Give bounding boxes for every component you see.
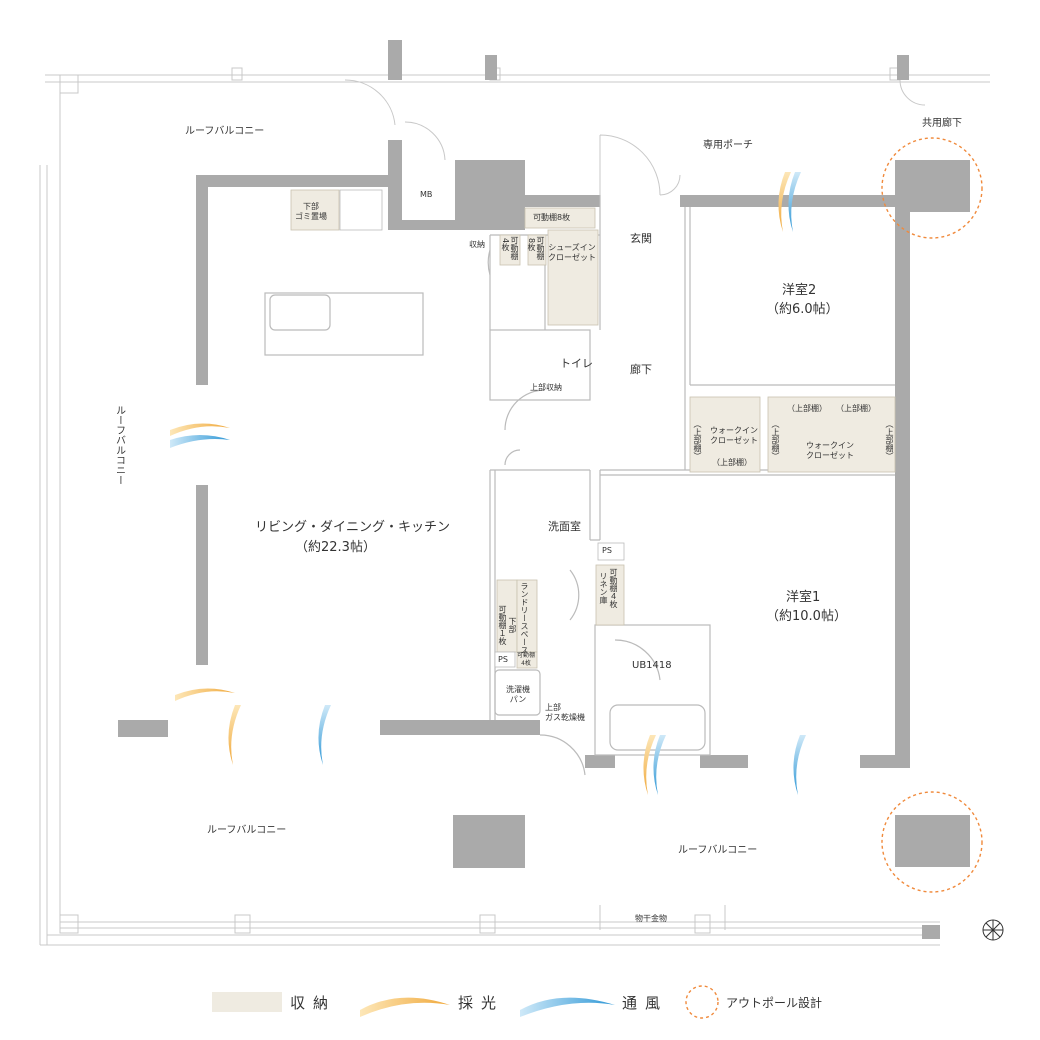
label-wic2: ウォークイン クローゼット [806, 441, 854, 460]
outpole-markers [881, 137, 983, 893]
label-shelf8b: 可動棚 [536, 236, 545, 260]
label-upper-shelf-3: （上部棚） [836, 404, 876, 413]
room-ldk-size: （約22.3帖） [295, 540, 376, 555]
room-entrance: 玄関 [630, 232, 652, 245]
label-shelf-small: 可動棚 4枚 [517, 652, 536, 667]
label-garbage: 下部 ゴミ置場 [295, 202, 327, 221]
label-shelf4-count: 4枚 [501, 238, 510, 252]
label-linen: 可動棚４枚 リネン庫 [599, 568, 618, 608]
label-upper-shelf-4: （上部棚） [693, 420, 702, 460]
storage-areas [290, 189, 896, 669]
legend-storage-label: 収納 [290, 993, 337, 1012]
legend-light: 採光 [458, 990, 504, 1014]
room-washroom: 洗面室 [548, 520, 581, 533]
legend-storage-swatch [212, 992, 282, 1012]
legend-outpole-label: アウトポール設計 [726, 995, 823, 1010]
label-upper-shelf-5: （上部棚） [771, 420, 780, 460]
legend-ventilation-label: 通風 [622, 993, 669, 1012]
label-laundry: ランドリースペース [520, 582, 529, 654]
label-upper-shelf-2: （上部棚） [787, 404, 827, 413]
label-porch: 専用ポーチ [703, 140, 753, 151]
label-gas-dryer: 上部 ガス乾燥機 [545, 703, 585, 722]
compass-icon [982, 919, 1004, 941]
room-ldk: リビング・ダイニング・キッチン [255, 520, 451, 535]
legend-ventilation: 通風 [622, 990, 668, 1014]
label-shoe-closet: シューズイン クローゼット [548, 243, 596, 262]
label-drying-hardware: 物干金物 [635, 914, 667, 923]
legend-outpole-circle [685, 985, 719, 1019]
label-roof-balcony-bottom-right: ルーフバルコニー [678, 845, 758, 856]
label-upper-shelf-6: （上部棚） [885, 420, 894, 460]
walls [118, 40, 970, 939]
label-shelf4: 可動棚 [510, 236, 519, 260]
label-common-corridor: 共用廊下 [922, 118, 962, 129]
label-wic1: ウォークイン クローゼット [710, 426, 758, 445]
legend-light-label: 採光 [458, 993, 505, 1012]
label-upper-shelf-1: （上部棚） [712, 458, 752, 467]
label-mb: MB [420, 190, 433, 199]
room-western1-size: （約10.0帖） [766, 609, 847, 624]
light-ventilation-marks [170, 172, 806, 795]
label-washer-pan: 洗濯機 パン [506, 685, 530, 704]
label-storage: 収納 [469, 240, 485, 249]
label-shelf8: 可動棚8枚 [533, 213, 571, 222]
room-western2-size: （約6.0帖） [766, 302, 839, 317]
legend-outpole: アウトポール設計 [726, 990, 822, 1014]
room-hallway: 廊下 [630, 363, 652, 376]
label-roof-balcony-bottom-left: ルーフバルコニー [207, 825, 287, 836]
legend-light-wave [360, 997, 450, 1017]
room-toilet: トイレ [560, 357, 593, 370]
label-lower-shelf: 下部 可動棚１枚 [498, 605, 517, 645]
room-western2: 洋室2 [782, 283, 817, 298]
label-roof-balcony-left: ルーフバルコニー [113, 405, 125, 485]
room-bath: UB1418 [632, 660, 672, 671]
label-ps-1: PS [602, 546, 612, 555]
legend-storage: 収納 [290, 990, 336, 1014]
label-ps-2: PS [498, 655, 508, 664]
label-shelf8b-count: 8枚 [527, 238, 536, 252]
label-upper-storage: 上部収納 [530, 383, 562, 392]
label-roof-balcony-top: ルーフバルコニー [185, 126, 265, 137]
legend-ventilation-wave [520, 997, 615, 1017]
room-western1: 洋室1 [786, 590, 821, 605]
balcony-outline [39, 67, 990, 946]
